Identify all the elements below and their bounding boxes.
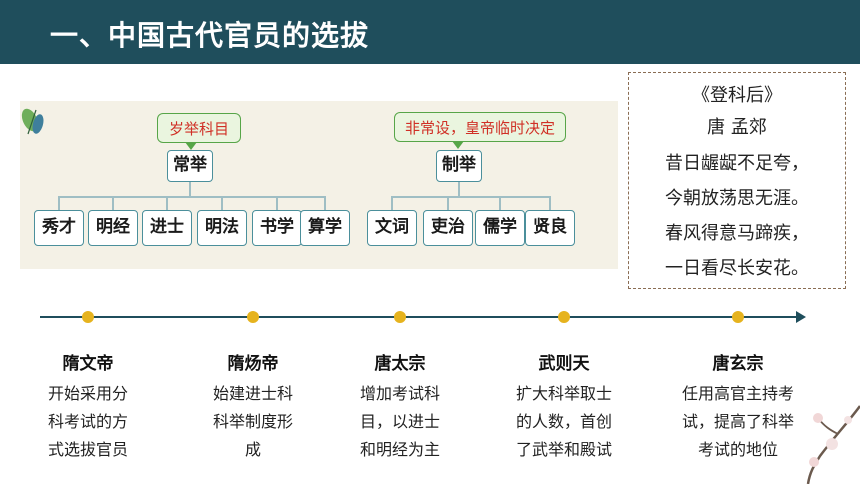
connector-line [549, 196, 551, 210]
left-child-node: 算学 [300, 210, 350, 246]
emperor-name: 唐玄宗 [712, 354, 764, 374]
right-child-node: 贤良 [525, 210, 575, 246]
event-description: 任用高官主持考试，提高了科举考试的地位 [668, 380, 808, 464]
right-root-node: 制举 [436, 150, 482, 182]
connector-line [392, 196, 550, 198]
poem-line: 春风得意马蹄疾， [665, 223, 809, 244]
event-description: 始建进士科科举制度形成 [183, 380, 323, 464]
leaf-icon [21, 108, 44, 135]
left-child-node: 秀才 [34, 210, 84, 246]
emperor-name: 隋炀帝 [227, 354, 279, 374]
right-callout: 非常设，皇帝临时决定 [394, 112, 566, 142]
timeline-axis [40, 316, 800, 318]
poem-line: 一日看尽长安花。 [665, 258, 809, 279]
connector-line [499, 196, 501, 210]
timeline-arrow-icon [796, 311, 806, 323]
connector-line [221, 196, 223, 210]
connector-line [166, 196, 168, 210]
connector-line [391, 196, 393, 210]
connector-line [58, 196, 60, 210]
connector-line [276, 196, 278, 210]
page-title: 一、中国古代官员的选拔 [50, 19, 370, 52]
poem-author: 唐 孟郊 [707, 117, 767, 138]
event-description-line: 目，以进士 [359, 412, 440, 431]
left-root-node: 常举 [167, 150, 213, 182]
connector-line [112, 196, 114, 210]
event-description-line: 式选拔官员 [47, 440, 128, 459]
event-description-line: 成 [244, 440, 261, 459]
event-description: 增加考试科目，以进士和明经为主 [330, 380, 470, 464]
event-description-line: 任用高官主持考 [681, 384, 794, 403]
connector-line [458, 182, 460, 196]
emperor-name: 武则天 [538, 354, 590, 374]
poem-box: 《登科后》 唐 孟郊 昔日龌龊不足夸， 今朝放荡思无涯。春风得意马蹄疾， 一日看尽长… [628, 72, 846, 289]
timeline-dot [247, 311, 259, 323]
timeline-dot [732, 311, 744, 323]
connector-line [59, 196, 324, 198]
event-description: 扩大科举取士的人数，首创了武举和殿试 [494, 380, 634, 464]
left-child-node: 明法 [197, 210, 247, 246]
event-description-line: 增加考试科 [359, 384, 440, 403]
connector-line [447, 196, 449, 210]
emperor-name: 唐太宗 [374, 354, 426, 374]
event-description-line: 试，提高了科举 [681, 412, 794, 431]
event-description-line: 开始采用分 [47, 384, 128, 403]
poem-line: 昔日龌龊不足夸， [665, 153, 809, 174]
event-description-line: 扩大科举取士 [515, 384, 612, 403]
poem-title: 《登科后》 [692, 85, 782, 106]
event-description-line: 科举制度形 [212, 412, 293, 431]
right-child-node: 吏治 [423, 210, 473, 246]
emperor-name: 隋文帝 [62, 354, 114, 374]
callout-tail [452, 141, 464, 149]
header-bar: 一、中国古代官员的选拔 [0, 0, 860, 64]
connector-line [189, 182, 191, 196]
timeline-dot [394, 311, 406, 323]
right-child-node: 文词 [367, 210, 417, 246]
left-callout: 岁举科目 [157, 113, 241, 143]
event-description-line: 始建进士科 [212, 384, 293, 403]
poem-line: 今朝放荡思无涯。 [665, 188, 809, 209]
timeline-dot [558, 311, 570, 323]
timeline-dot [82, 311, 94, 323]
event-description-line: 了武举和殿试 [515, 440, 612, 459]
left-child-node: 进士 [142, 210, 192, 246]
left-child-node: 书学 [252, 210, 302, 246]
event-description: 开始采用分科考试的方式选拔官员 [18, 380, 158, 464]
event-description-line: 考试的地位 [697, 440, 778, 459]
callout-tail [185, 142, 197, 150]
event-description-line: 和明经为主 [359, 440, 440, 459]
event-description-line: 的人数，首创 [515, 412, 612, 431]
left-child-node: 明经 [88, 210, 138, 246]
event-description-line: 科考试的方 [47, 412, 128, 431]
connector-line [324, 196, 326, 210]
plum-blossom-icon [806, 405, 860, 484]
right-child-node: 儒学 [475, 210, 525, 246]
